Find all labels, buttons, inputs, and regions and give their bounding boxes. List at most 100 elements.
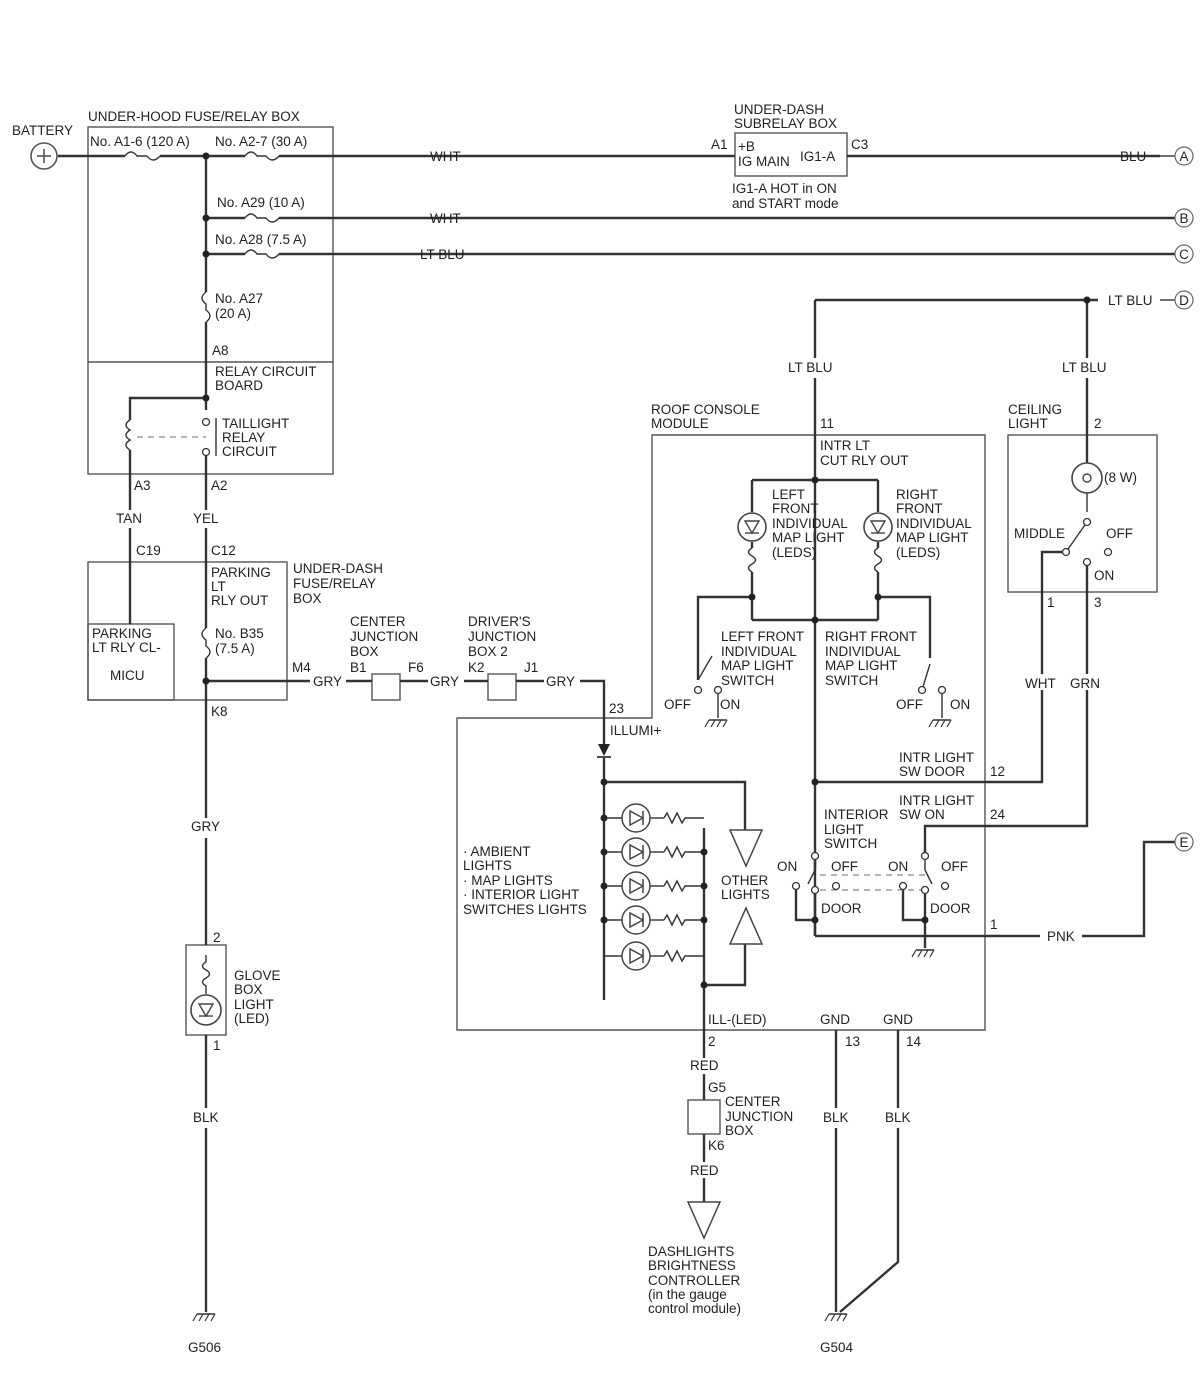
ceiling-switch-middle-contact [1061, 547, 1071, 557]
connector-d-icon: D [1174, 290, 1194, 310]
cl-micu-label-3: MICU [110, 668, 145, 683]
cut-rly-label: INTR LT [820, 438, 870, 453]
left-map-light-label-4: MAP LIGHT [772, 530, 845, 545]
pin-2-roof: 2 [708, 1034, 716, 1049]
underdash-title: UNDER-DASH [293, 561, 383, 576]
wire-blk-glove: BLK [193, 1110, 219, 1125]
roof-console-module-box [456, 434, 986, 1031]
right-switch-on-contact [937, 685, 947, 695]
battery-label: BATTERY [12, 123, 73, 138]
ambient-label-3: · MAP LIGHTS [463, 873, 553, 888]
pin-a2: A2 [211, 478, 228, 493]
wire-wht-2: WHT [430, 211, 461, 226]
cjb2-pin-k6: K6 [708, 1138, 725, 1153]
relay-board-label-2: BOARD [215, 378, 263, 393]
fuse-a29-label: No. A29 (10 A) [217, 195, 305, 210]
wire-grn-ceiling: GRN [1070, 676, 1100, 691]
svg-text:D: D [1179, 293, 1189, 308]
wire-wht-ceiling: WHT [1025, 676, 1056, 691]
wire-red-2: RED [690, 1163, 719, 1178]
ceiling-off: OFF [1106, 526, 1133, 541]
fuse-a27-rating: (20 A) [215, 306, 251, 321]
glove-label-3: LIGHT [234, 997, 274, 1012]
right-map-switch-label-2: INDIVIDUAL [825, 644, 901, 659]
connector-c-icon: C [1174, 244, 1194, 264]
underhood-fuse-relay-box [87, 126, 334, 475]
ceiling-middle: MIDDLE [1014, 526, 1065, 541]
left-map-light-label-5: (LEDS) [772, 545, 816, 560]
dashlights-label: DASHLIGHTS [648, 1244, 734, 1259]
connector-b-icon: B [1174, 208, 1194, 228]
left-map-light-led-icon [737, 512, 767, 542]
ceiling-watt: (8 W) [1104, 470, 1137, 485]
wire-blk-13: BLK [823, 1110, 849, 1125]
ambient-led-icons [621, 803, 651, 971]
svg-text:B: B [1179, 211, 1188, 226]
fuse-a1-6-label: No. A1-6 (120 A) [90, 134, 190, 149]
pin-a8: A8 [212, 343, 229, 358]
left-switch-off: OFF [664, 697, 691, 712]
wire-blk-14: BLK [885, 1110, 911, 1125]
pin-a1: A1 [711, 137, 728, 152]
relay-contact-upper [201, 417, 211, 427]
relay-contact-lower [201, 447, 211, 457]
subrelay-box [734, 132, 848, 177]
right-map-light-label: RIGHT [896, 487, 938, 502]
roof-console-title-2: MODULE [651, 416, 709, 431]
left-switch-off-contact [693, 685, 703, 695]
right-map-switch-label-4: SWITCH [825, 673, 878, 688]
taillight-label-3: CIRCUIT [222, 444, 277, 459]
ambient-label-2: LIGHTS [463, 858, 512, 873]
wire-wht-1: WHT [430, 149, 461, 164]
left-map-switch-label: LEFT FRONT [721, 629, 804, 644]
left-switch-on: ON [720, 697, 740, 712]
underdash-title-3: BOX [293, 591, 322, 606]
interior-switch-on-1: ON [777, 859, 797, 874]
fuse-a2-7-label: No. A2-7 (30 A) [215, 134, 307, 149]
pin-f6: F6 [408, 660, 424, 675]
wire-pnk: PNK [1047, 929, 1075, 944]
cl-micu-label-2: LT RLY CL- [92, 640, 161, 655]
parking-rly-out-label: PARKING [211, 565, 271, 580]
wire-gry-1: GRY [313, 674, 342, 689]
connector-a-icon: A [1174, 146, 1194, 166]
pin-k2: K2 [468, 660, 485, 675]
cjb2-label-3: BOX [725, 1123, 754, 1138]
wire-yel: YEL [193, 511, 219, 526]
cjb2-pin-g5: G5 [708, 1080, 726, 1095]
battery-icon [30, 142, 58, 170]
interior-switch-off-1: OFF [831, 859, 858, 874]
ceiling-switch-off-contact [1103, 547, 1113, 557]
dashlights-label-4: (in the gauge [648, 1287, 727, 1302]
pin-c3: C3 [851, 137, 868, 152]
right-switch-off-contact [917, 685, 927, 695]
interior-switch-off-2: OFF [941, 859, 968, 874]
wire-lt-blu-right: LT BLU [1062, 360, 1107, 375]
ground-icon [704, 719, 728, 728]
gnd-label-2: GND [883, 1012, 913, 1027]
ill-minus-label: ILL-(LED) [708, 1012, 767, 1027]
dashlights-controller-arrow-icon [686, 1201, 722, 1240]
pin-1-roof: 1 [990, 917, 998, 932]
ceiling-light-box [1007, 434, 1158, 593]
pin-j1: J1 [524, 660, 538, 675]
parking-rly-out-label-3: RLY OUT [211, 593, 268, 608]
illumi-label: ILLUMI+ [610, 723, 662, 738]
pin-c19: C19 [136, 543, 161, 558]
djb-label: DRIVER'S [468, 614, 531, 629]
center-junction-box-2 [687, 1099, 721, 1135]
glove-box-led-icon [190, 955, 222, 1026]
wire-gry-down: GRY [191, 819, 220, 834]
interior-switch-on-2: ON [888, 859, 908, 874]
relay-board-label: RELAY CIRCUIT [215, 364, 317, 379]
underhood-title: UNDER-HOOD FUSE/RELAY BOX [88, 109, 300, 124]
ambient-label-4: · INTERIOR LIGHT [463, 887, 579, 902]
left-map-switch-label-2: INDIVIDUAL [721, 644, 797, 659]
led-ladder-rungs [604, 811, 704, 963]
center-junction-box [371, 673, 401, 701]
left-map-light-label-2: FRONT [772, 501, 819, 516]
roof-console-title: ROOF CONSOLE [651, 402, 760, 417]
cl-micu-label: PARKING [92, 626, 152, 641]
ground-icon [928, 719, 952, 728]
ceiling-pin-3: 3 [1094, 595, 1102, 610]
